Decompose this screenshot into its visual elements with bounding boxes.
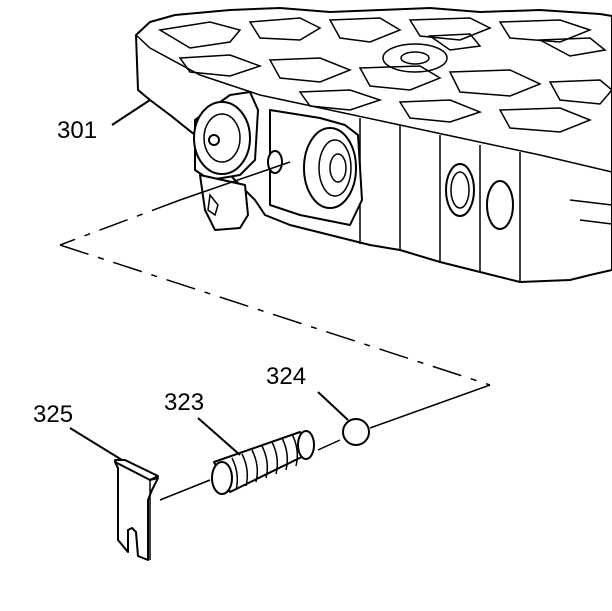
callout-323: 323 bbox=[164, 389, 204, 416]
valve-plug bbox=[193, 91, 259, 231]
assembly-centerline bbox=[59, 161, 491, 501]
callout-324: 324 bbox=[266, 363, 306, 390]
valve-bore-detail bbox=[267, 109, 363, 226]
spring bbox=[211, 430, 315, 495]
leader-line-301 bbox=[111, 99, 151, 126]
leader-line-323 bbox=[197, 417, 241, 456]
retainer-clip bbox=[114, 459, 159, 561]
callout-325: 325 bbox=[33, 401, 73, 428]
leader-line-324 bbox=[317, 391, 349, 421]
callout-301: 301 bbox=[57, 117, 97, 144]
check-ball bbox=[342, 418, 370, 446]
leader-line-325 bbox=[69, 427, 123, 461]
